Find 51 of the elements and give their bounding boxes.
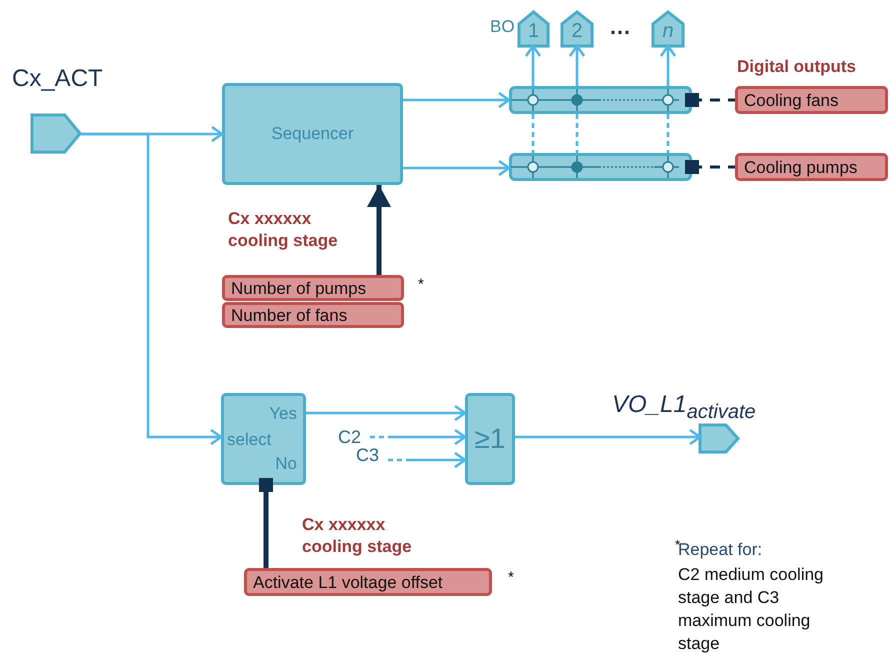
- switch-bar: [509, 86, 692, 114]
- signal-name: C3: [356, 445, 388, 465]
- connector-line: [685, 93, 735, 107]
- output-number: 1: [526, 20, 540, 43]
- arrow: [660, 44, 676, 86]
- output-number: 2: [570, 20, 584, 43]
- arrow: [388, 452, 466, 468]
- arrow: [515, 428, 702, 446]
- parameter-field: Number of pumps: [222, 275, 404, 301]
- footnote-mark: *: [418, 276, 424, 293]
- arrow: [370, 428, 466, 446]
- arrow: [367, 185, 391, 275]
- arrow: [568, 44, 586, 86]
- connector-line: [576, 114, 578, 153]
- arrow: [80, 132, 222, 446]
- connector-line: [666, 114, 670, 153]
- connector-line: [259, 478, 273, 568]
- ellipsis: …: [609, 14, 631, 40]
- output-connector: [519, 12, 548, 46]
- arrow: [306, 404, 466, 422]
- signal-name: VO_L1$_{activate}$: [612, 391, 756, 424]
- arrow: [524, 44, 542, 86]
- connector-line: [532, 114, 534, 153]
- footnote-mark: *: [675, 537, 680, 552]
- parameter-field: Activate L1 voltage offset: [244, 568, 492, 596]
- signal-prefix: BO: [490, 17, 515, 37]
- function-block: [465, 393, 515, 485]
- section-heading: Digital outputs: [737, 57, 856, 77]
- output-number: n: [661, 20, 675, 43]
- block-label: ≥1: [474, 423, 506, 455]
- port-label: No: [275, 454, 297, 474]
- parameter-field: Cooling pumps: [735, 153, 888, 181]
- function-block: [222, 83, 403, 185]
- arrow: [403, 92, 510, 108]
- parameter-field: Number of fans: [222, 302, 404, 328]
- selector-block: [221, 393, 306, 485]
- parameter-group-label: Cx xxxxxx cooling stage: [228, 208, 339, 252]
- output-connector: [653, 12, 683, 46]
- parameter-group-label: Cx xxxxxx cooling stage: [302, 514, 413, 558]
- signal-name: C2: [338, 427, 370, 447]
- block-label: Sequencer: [271, 124, 354, 144]
- arrow: [403, 160, 510, 176]
- footnote-mark: *: [508, 569, 514, 586]
- connector-line: [685, 160, 735, 174]
- port-label: Yes: [269, 404, 297, 424]
- note-text: C2 medium cooling stage and C3 maximum cooling stage: [678, 564, 825, 653]
- parameter-field: Cooling fans: [735, 86, 888, 114]
- port-label: select: [227, 430, 272, 450]
- switch-bar: [509, 153, 692, 181]
- signal-name: Cx_ACT: [12, 65, 103, 93]
- output-connector: [562, 12, 592, 46]
